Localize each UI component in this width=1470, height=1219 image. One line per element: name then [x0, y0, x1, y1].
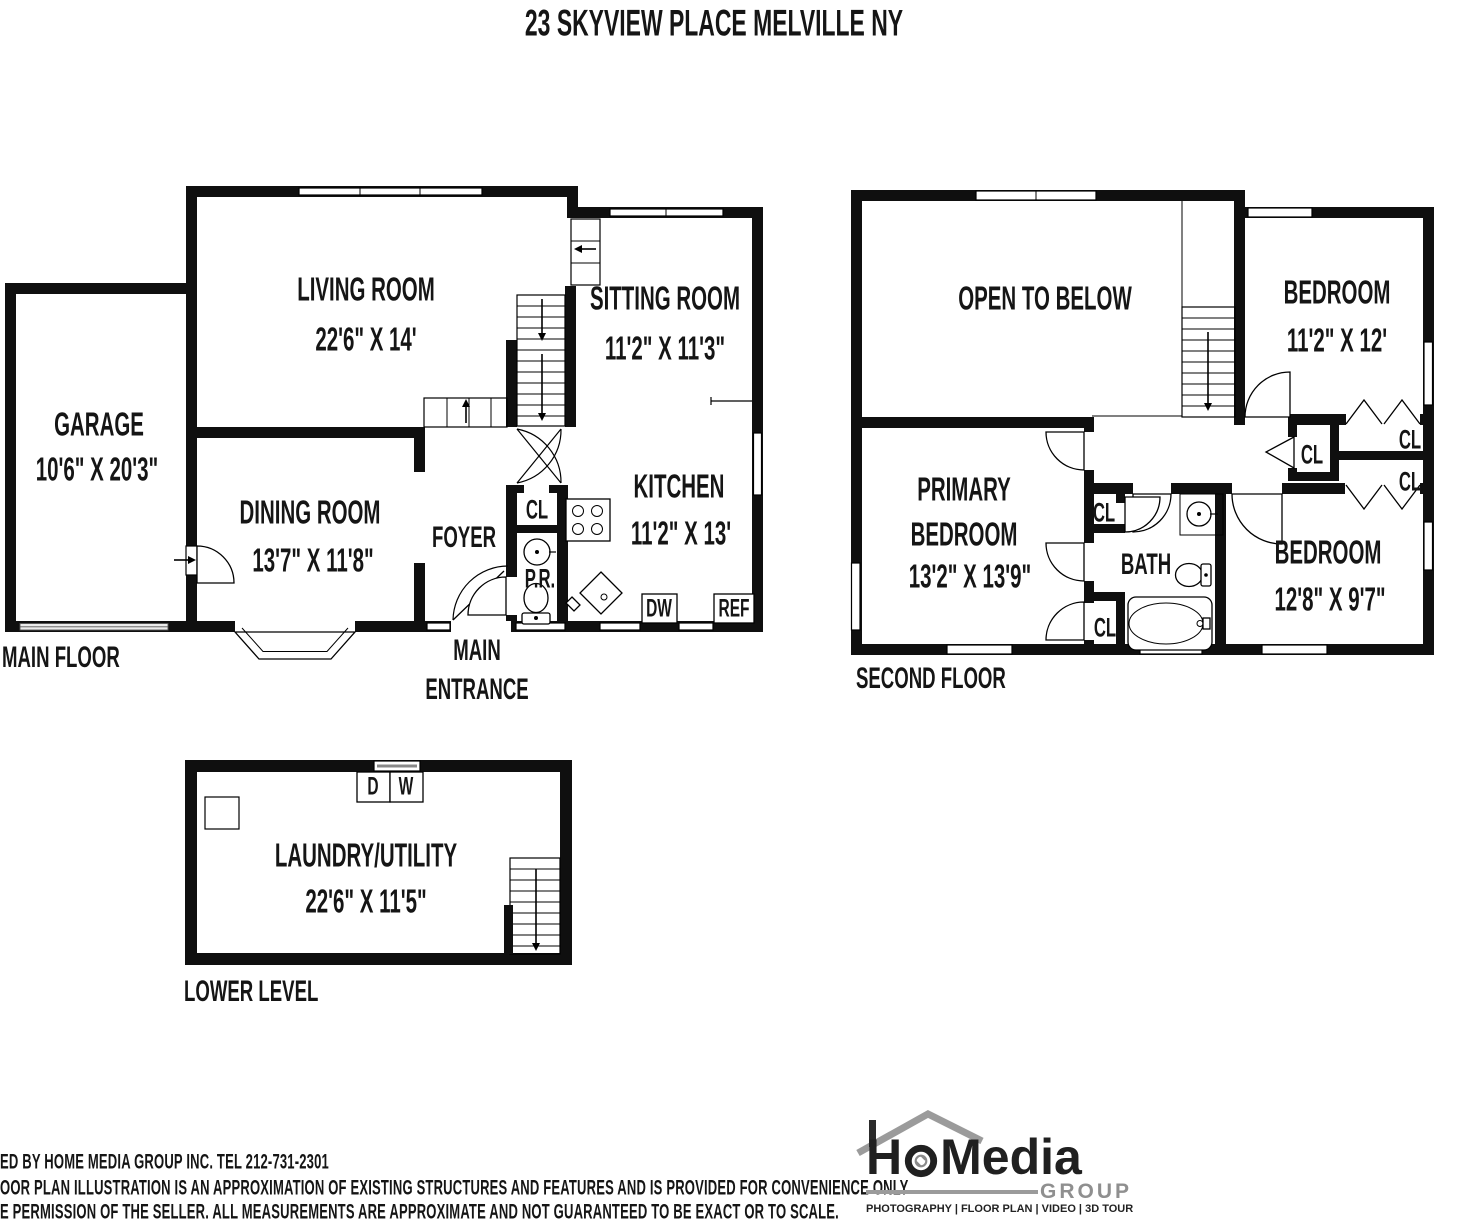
bedroom1-dims: 11'2" X 12'	[1286, 321, 1388, 359]
closet-hall-label: CL	[1300, 439, 1324, 470]
primary-bedroom-dims: 13'2" X 13'9"	[908, 557, 1032, 595]
sitting-room-label: SITTING ROOM	[589, 279, 741, 317]
window-icon	[373, 760, 421, 772]
garage-door-icon	[19, 623, 169, 631]
washer-box	[389, 771, 424, 803]
main-floor-label: MAIN FLOOR	[2, 641, 120, 674]
open-to-below-label: OPEN TO BELOW	[958, 279, 1132, 317]
door-arc-icon	[467, 576, 507, 616]
refrigerator-box	[713, 593, 755, 624]
refrigerator-label: REF	[718, 594, 750, 623]
camera-lens-icon	[904, 1144, 938, 1178]
double-door-icon	[516, 428, 562, 484]
footer-line-3: E PERMISSION OF THE SELLER. ALL MEASUREM…	[0, 1200, 839, 1219]
second-floor-label: SECOND FLOOR	[856, 662, 1006, 695]
window-icon	[298, 187, 763, 631]
lower-level-label: LOWER LEVEL	[184, 975, 319, 1008]
footer-line-2: OOR PLAN ILLUSTRATION IS AN APPROXIMATIO…	[0, 1176, 909, 1200]
living-room-dims: 22'6" X 14'	[315, 320, 417, 358]
sitting-room-dims: 11'2" X 11'3"	[604, 329, 726, 367]
primary-bedroom-label-2: BEDROOM	[910, 515, 1018, 553]
living-room-label: LIVING ROOM	[297, 270, 435, 308]
door-arc-icon	[174, 545, 235, 584]
bedroom2-dims: 12'8" X 9'7"	[1274, 580, 1386, 618]
kitchen-label: KITCHEN	[633, 467, 725, 505]
stairs-icon	[1181, 306, 1236, 418]
page-title: 23 SKYVIEW PLACE MELVILLE NY	[524, 2, 904, 44]
counter-line	[710, 397, 752, 405]
utility-box	[204, 796, 240, 830]
dryer-label: D	[367, 772, 379, 801]
washer-label: W	[398, 772, 414, 801]
closet-bath-bottom-label: CL	[1093, 612, 1117, 643]
main-entrance-label-2: ENTRANCE	[425, 673, 529, 706]
dining-room-dims: 13'7" X 11'8"	[252, 541, 374, 579]
dishwasher-label: DW	[646, 594, 672, 623]
bedroom1-label: BEDROOM	[1283, 273, 1391, 311]
primary-bedroom-label-1: PRIMARY	[917, 470, 1011, 508]
logo-divider	[866, 1190, 1038, 1194]
second-floor-plan	[850, 190, 1434, 655]
dryer-box	[356, 771, 391, 803]
stairs-icon	[423, 218, 601, 428]
bay-window-icon	[233, 627, 357, 660]
closet-right-bottom-label: CL	[1398, 466, 1422, 497]
laundry-label: LAUNDRY/UTILITY	[274, 836, 458, 874]
logo-text-media: Media	[940, 1129, 1082, 1185]
main-floor-plan	[5, 186, 763, 660]
garage-dims: 10'6" X 20'3"	[35, 450, 159, 488]
open-to-below-boundary	[1092, 201, 1183, 417]
bath-label: BATH	[1120, 548, 1172, 581]
powder-room-label: P.R.	[524, 563, 556, 594]
bathtub-icon	[1127, 596, 1213, 651]
dining-room-label: DINING ROOM	[239, 493, 381, 531]
bedroom2-label: BEDROOM	[1274, 533, 1382, 571]
stairs-icon	[504, 857, 561, 955]
toilet-icon	[1174, 562, 1212, 588]
bifold-door-icon	[1345, 398, 1421, 511]
main-entrance-label-1: MAIN	[453, 634, 501, 667]
door-arc-icon	[1045, 371, 1295, 641]
logo-tagline: PHOTOGRAPHY | FLOOR PLAN | VIDEO | 3D TO…	[866, 1203, 1134, 1215]
sink-icon	[523, 538, 556, 566]
dishwasher-box	[641, 593, 678, 624]
homedia-logo: H Media	[866, 1132, 1082, 1182]
foyer-label: FOYER	[431, 521, 497, 554]
laundry-dims: 22'6" X 11'5"	[305, 882, 427, 920]
toilet-icon	[521, 582, 551, 625]
kitchen-dims: 11'2" X 13'	[630, 514, 732, 552]
closet-right-top-label: CL	[1398, 424, 1422, 455]
stove-icon	[565, 498, 611, 542]
garage-label: GARAGE	[54, 405, 144, 443]
closet-label: CL	[525, 494, 549, 525]
corner-sink-icon	[565, 571, 623, 615]
lower-level-plan	[185, 760, 572, 965]
logo-group-text: GROUP	[1040, 1180, 1133, 1203]
footer-line-1: ED BY HOME MEDIA GROUP INC. TEL 212-731-…	[0, 1150, 329, 1174]
sink-icon	[1186, 501, 1218, 527]
roof-icon	[856, 1110, 984, 1157]
vanity-counter	[1179, 493, 1224, 536]
closet-bath-top-label: CL	[1092, 497, 1116, 528]
logo-text-h: H	[866, 1129, 903, 1185]
